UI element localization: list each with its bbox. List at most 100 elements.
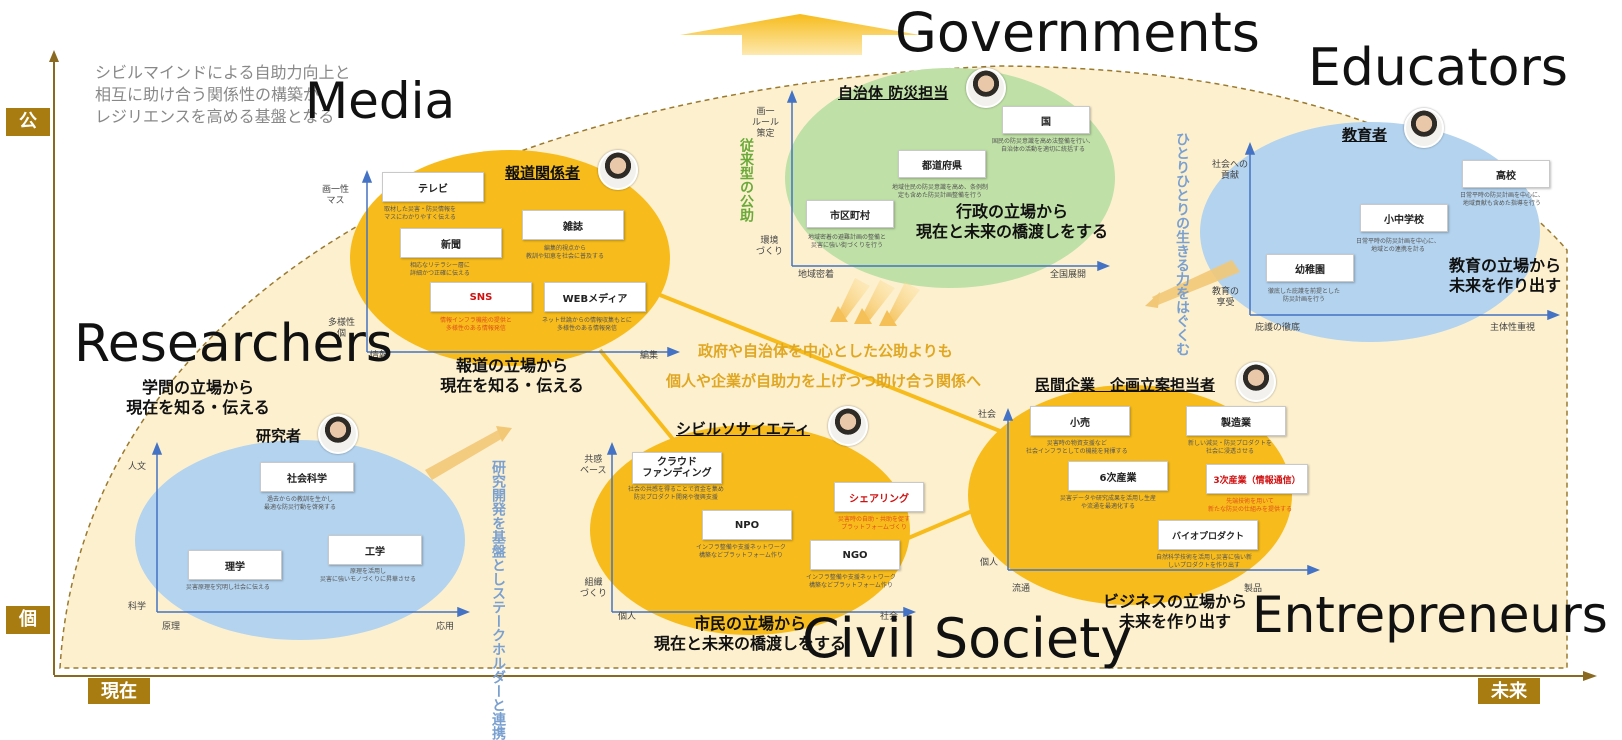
media-item-sns-desc: 情報インフラ機能の提供と多様性のある情報発信 [440,317,512,332]
government-y-low: 環境づくり [756,236,784,257]
business-item-manufacturing-desc: 新しい減災・防災プロダクトを社会に浸透させる [1188,440,1273,455]
civil-society-item-npo-desc: インフラ整備や支援ネットワーク構築などプラットフォーム作り [696,544,786,559]
media-x-right: 編集 [640,351,659,361]
researchers-statement: 学問の立場から現在を知る・伝える [126,378,270,417]
civil-society-item-sharing-desc: 災害時の自助・共助を促すプラットフォームづくり [838,516,911,531]
overlay-educators: Educators [1308,38,1568,98]
business-item-retail-desc: 災害時の物資支援など社会インフラとしての機能を発揮する [1026,440,1128,455]
educators-header: 教育者 [1342,126,1388,144]
government-item-municipality-desc: 地域密着の避難計画の整備と災害に強い街づくりを行う [808,234,887,249]
inner-axes [151,89,1561,618]
overlay-media: Media [305,72,456,130]
researchers-item-social-science: 社会科学 [260,462,354,492]
media-item-web: WEBメディア [544,282,646,312]
media-item-magazine-desc: 編集的視点から教訓や知恵を社会に普及する [526,245,605,260]
government-y-top: 画一ルール策定 [752,107,780,139]
researchers-avatar [318,414,358,454]
educators-item-highschool-desc: 日常平時の防災計画を中心に、地域貢献も含めた指導を行う [1460,192,1544,207]
business-x-right: 製品 [1244,584,1263,594]
business-item-bioproduct-desc: 自然科学技術を活用し災害に強い新しいプロダクトを作り出す [1156,554,1253,569]
educators-vertical-label: ひとりひとりの生きる力をはぐくむ [1174,132,1190,356]
educators-x-left: 庇護の徹底 [1255,323,1301,333]
edu-arrow [1152,260,1240,305]
civil-society-statement: 市民の立場から現在と未来の橋渡しをする [653,614,846,653]
media-statement: 報道の立場から現在を知る・伝える [440,356,584,395]
government-item-municipality: 市区町村 [806,200,894,228]
government-statement: 行政の立場から現在と未来の橋渡しをする [915,202,1108,241]
government-x-left: 地域密着 [798,270,835,280]
government-item-prefecture-desc: 地域住民の防災意識を高め、条例制定も含めた防災計画整備を行う [892,184,989,199]
researchers-y-top: 人文 [128,462,147,472]
government-item-nation: 国 [1002,106,1090,134]
media-x-left: 情報 [370,351,389,361]
media-item-magazine: 雑誌 [522,210,624,240]
media-item-sns: SNS [430,282,532,312]
government-x-right: 全国展開 [1050,270,1087,280]
educators-item-school: 小中学校 [1360,204,1448,232]
business-item-manufacturing: 製造業 [1186,406,1286,436]
civil-society-avatar [828,406,868,446]
researchers-x-left: 原理 [162,622,181,632]
overlay-researchers: Researchers [74,314,393,374]
civil-society-item-crowdfunding-desc: 社会の共感を得ることで資金を集め防災プロダクト開発や復興支援 [628,486,724,501]
business-statement: ビジネスの立場から未来を作り出す [1102,592,1247,631]
researchers-vertical-label: 研究開発を基盤としステークホルダーと連携 [490,460,506,740]
educators-item-kindergarten-desc: 徹底した庇護を前提とした防災計画を行う [1268,288,1341,303]
educators-x-right: 主体性重視 [1490,323,1536,333]
intro-text: シビルマインドによる自助力向上と 相互に助け合う関係性の構築が レジリエンスを高… [95,62,351,128]
business-avatar [1236,362,1276,402]
media-avatar [598,150,638,190]
researchers-item-engineering: 工学 [328,535,422,565]
business-y-low: 個人 [980,558,999,568]
overlay-civil-society: Civil Society [802,607,1133,670]
media-item-tv-desc: 取材した災害・防災情報をマスにわかりやすく伝える [384,206,457,221]
government-header: 自治体 防災担当 [838,84,949,102]
educators-item-kindergarten: 幼稚園 [1266,254,1354,282]
civil-society-item-npo: NPO [702,510,792,540]
center-message-line-1: 政府や自治体を中心とした公助よりも [698,342,953,360]
civil-society-item-ngo-desc: インフラ整備や支援ネットワーク構築などプラットフォーム作り [806,574,896,589]
business-item-tertiary: 3次産業（情報通信） [1206,464,1308,494]
government-item-nation-desc: 国民の防災意識を高め法整備を行い、自治体の活動を適切に統括する [992,138,1095,153]
civil-society-item-crowdfunding: クラウド ファンディング [632,452,722,484]
researchers-header: 研究者 [256,427,302,445]
researchers-ellipse [135,440,465,640]
civil-society-item-ngo: NGO [810,540,900,570]
government-item-prefecture: 都道府県 [898,150,986,178]
business-item-tertiary-desc: 先端技術を用いて新たな防災の仕組みを提供する [1208,498,1293,513]
research-arrow [425,430,503,480]
media-item-newspaper: 新聞 [400,228,502,258]
civil-society-y-low: 組織づくり [580,578,608,599]
gov-down-arrows [830,278,920,326]
business-ellipse [968,385,1292,605]
business-header: 民間企業 企画立案担当者 [1035,376,1216,394]
civil-society-header: シビルソサイエティ [676,420,810,438]
government-vertical-label: 従来型の公助 [738,138,754,222]
civil-society-y-top: 共感ベース [580,455,607,476]
educators-y-low: 教育の享受 [1212,287,1240,308]
media-header: 報道関係者 [505,164,581,182]
media-ellipse [350,150,670,366]
government-ellipse [785,68,1115,288]
business-item-retail: 小売 [1030,406,1130,436]
educators-avatar [1404,108,1444,148]
researchers-item-social-science-desc: 過去からの教訓を生かし最適な防災行動を啓発する [264,496,337,511]
educators-statement: 教育の立場から未来を作り出す [1448,256,1561,295]
public-tag: 公 [6,108,50,136]
intro-line-3: レジリエンスを高める基盤となる [95,107,335,126]
researchers-y-low: 科学 [128,602,147,612]
government-avatar [966,68,1006,108]
overlay-entrepreneurs: Entrepreneurs [1252,586,1608,644]
intro-line-2: 相互に助け合う関係性の構築が [95,85,320,104]
intro-line-1: シビルマインドによる自助力向上と [95,63,351,82]
media-item-web-desc: ネット世論からの情報収集もとに多様性のある情報発信 [542,317,632,332]
future-tag: 未来 [1478,678,1540,704]
educators-item-school-desc: 日常平時の防災計画を中心に、地域との連携を計る [1356,238,1440,253]
center-message-line-2: 個人や企業が自助力を上げつつ助け合う関係へ [666,372,982,390]
civil-society-item-sharing: シェアリング [834,482,924,512]
media-item-tv: テレビ [382,172,484,202]
overlay-governments: Governments [895,1,1260,64]
researchers-x-right: 応用 [436,622,455,632]
educators-ellipse [1200,122,1540,342]
educators-y-top: 社会への貢献 [1212,160,1249,181]
